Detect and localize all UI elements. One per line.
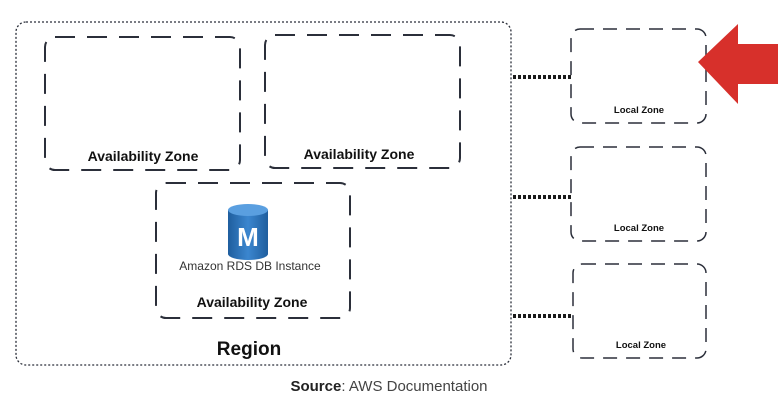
local-zone-label-1: Local Zone: [614, 105, 664, 116]
caption-source-key: Source: [290, 378, 342, 395]
local-zone-box-3: [572, 263, 707, 359]
rds-icon-letter: M: [237, 222, 259, 252]
source-caption: Source: AWS Documentation: [0, 378, 778, 395]
availability-zone-label-3: Availability Zone: [197, 294, 308, 310]
red-arrow-icon: [698, 24, 778, 104]
local-zone-box-1: [570, 28, 707, 124]
local-zone-box-2: [570, 146, 707, 242]
availability-zone-label-1: Availability Zone: [88, 148, 199, 164]
rds-database-icon: M: [228, 204, 268, 260]
region-diagram: Region Availability Zone Availability Zo…: [15, 21, 778, 366]
rds-instance-label: Amazon RDS DB Instance: [179, 259, 321, 273]
local-zone-label-2: Local Zone: [614, 223, 664, 234]
region-label: Region: [217, 339, 281, 360]
caption-source-value: : AWS Documentation: [341, 378, 488, 395]
local-zone-label-3: Local Zone: [616, 340, 666, 351]
region-box: [15, 21, 512, 366]
availability-zone-label-2: Availability Zone: [304, 146, 415, 162]
